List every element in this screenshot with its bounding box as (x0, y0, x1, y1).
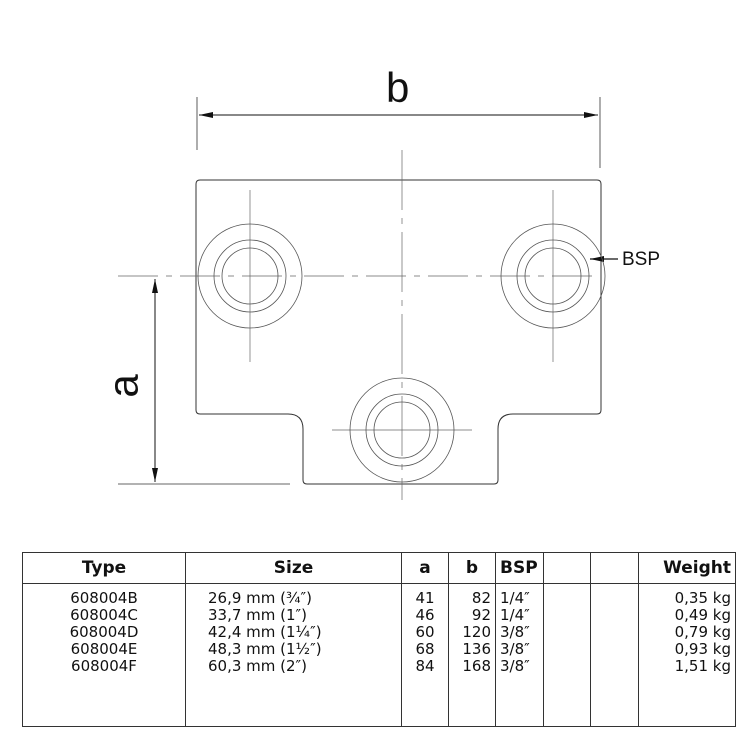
cell-empty (448, 675, 496, 727)
cell-weight: 0,35 kg (638, 583, 736, 607)
cell-b: 168 (448, 658, 496, 675)
cell-weight: 0,93 kg (638, 641, 736, 658)
port-bottom (349, 377, 455, 483)
header-type: Type (22, 552, 186, 584)
port-left (197, 223, 303, 329)
cell-bsp: 1/4″ (495, 583, 544, 607)
header-b: b (448, 552, 496, 584)
port-right (500, 223, 606, 329)
cell-a: 68 (401, 641, 449, 658)
cell-empty (590, 675, 639, 727)
cell-weight: 0,49 kg (638, 607, 736, 624)
tee-fitting-drawing (118, 97, 618, 500)
cell-a: 46 (401, 607, 449, 624)
cell-empty-2 (590, 607, 639, 624)
cell-a: 41 (401, 583, 449, 607)
cell-size: 26,9 mm (¾″) (185, 583, 402, 607)
cell-size: 60,3 mm (2″) (185, 658, 402, 675)
cell-b: 82 (448, 583, 496, 607)
dimension-a-label: a (99, 374, 147, 398)
cell-empty-2 (590, 658, 639, 675)
header-size: Size (185, 552, 402, 584)
cell-a: 84 (401, 658, 449, 675)
cell-empty (185, 675, 402, 727)
cell-empty-1 (543, 624, 591, 641)
cell-empty (495, 675, 544, 727)
cell-empty (22, 675, 186, 727)
cell-bsp: 3/8″ (495, 658, 544, 675)
table-filler-row (22, 675, 736, 727)
cell-b: 136 (448, 641, 496, 658)
header-empty-2 (590, 552, 639, 584)
cell-empty-2 (590, 624, 639, 641)
cell-a: 60 (401, 624, 449, 641)
cell-type: 608004E (22, 641, 186, 658)
cell-weight: 1,51 kg (638, 658, 736, 675)
cell-type: 608004C (22, 607, 186, 624)
header-a: a (401, 552, 449, 584)
cell-empty-1 (543, 658, 591, 675)
cell-empty (638, 675, 736, 727)
header-empty-1 (543, 552, 591, 584)
cell-empty-1 (543, 583, 591, 607)
cell-empty (543, 675, 591, 727)
cell-type: 608004D (22, 624, 186, 641)
header-bsp: BSP (495, 552, 544, 584)
header-weight: Weight (638, 552, 736, 584)
cell-empty-2 (590, 641, 639, 658)
cell-empty-1 (543, 607, 591, 624)
table-header-row: Type Size a b BSP Weight (22, 552, 736, 584)
cell-bsp: 1/4″ (495, 607, 544, 624)
cell-type: 608004B (22, 583, 186, 607)
cell-empty-1 (543, 641, 591, 658)
cell-bsp: 3/8″ (495, 641, 544, 658)
cell-b: 92 (448, 607, 496, 624)
fitting-outline (195, 179, 602, 485)
cell-size: 48,3 mm (1½″) (185, 641, 402, 658)
cell-size: 33,7 mm (1″) (185, 607, 402, 624)
cell-b: 120 (448, 624, 496, 641)
cell-bsp: 3/8″ (495, 624, 544, 641)
cell-weight: 0,79 kg (638, 624, 736, 641)
cell-size: 42,4 mm (1¼″) (185, 624, 402, 641)
cell-type: 608004F (22, 658, 186, 675)
bsp-label: BSP (622, 249, 661, 270)
dimension-b-label: b (386, 64, 410, 111)
cell-empty-2 (590, 583, 639, 607)
cell-empty (401, 675, 449, 727)
